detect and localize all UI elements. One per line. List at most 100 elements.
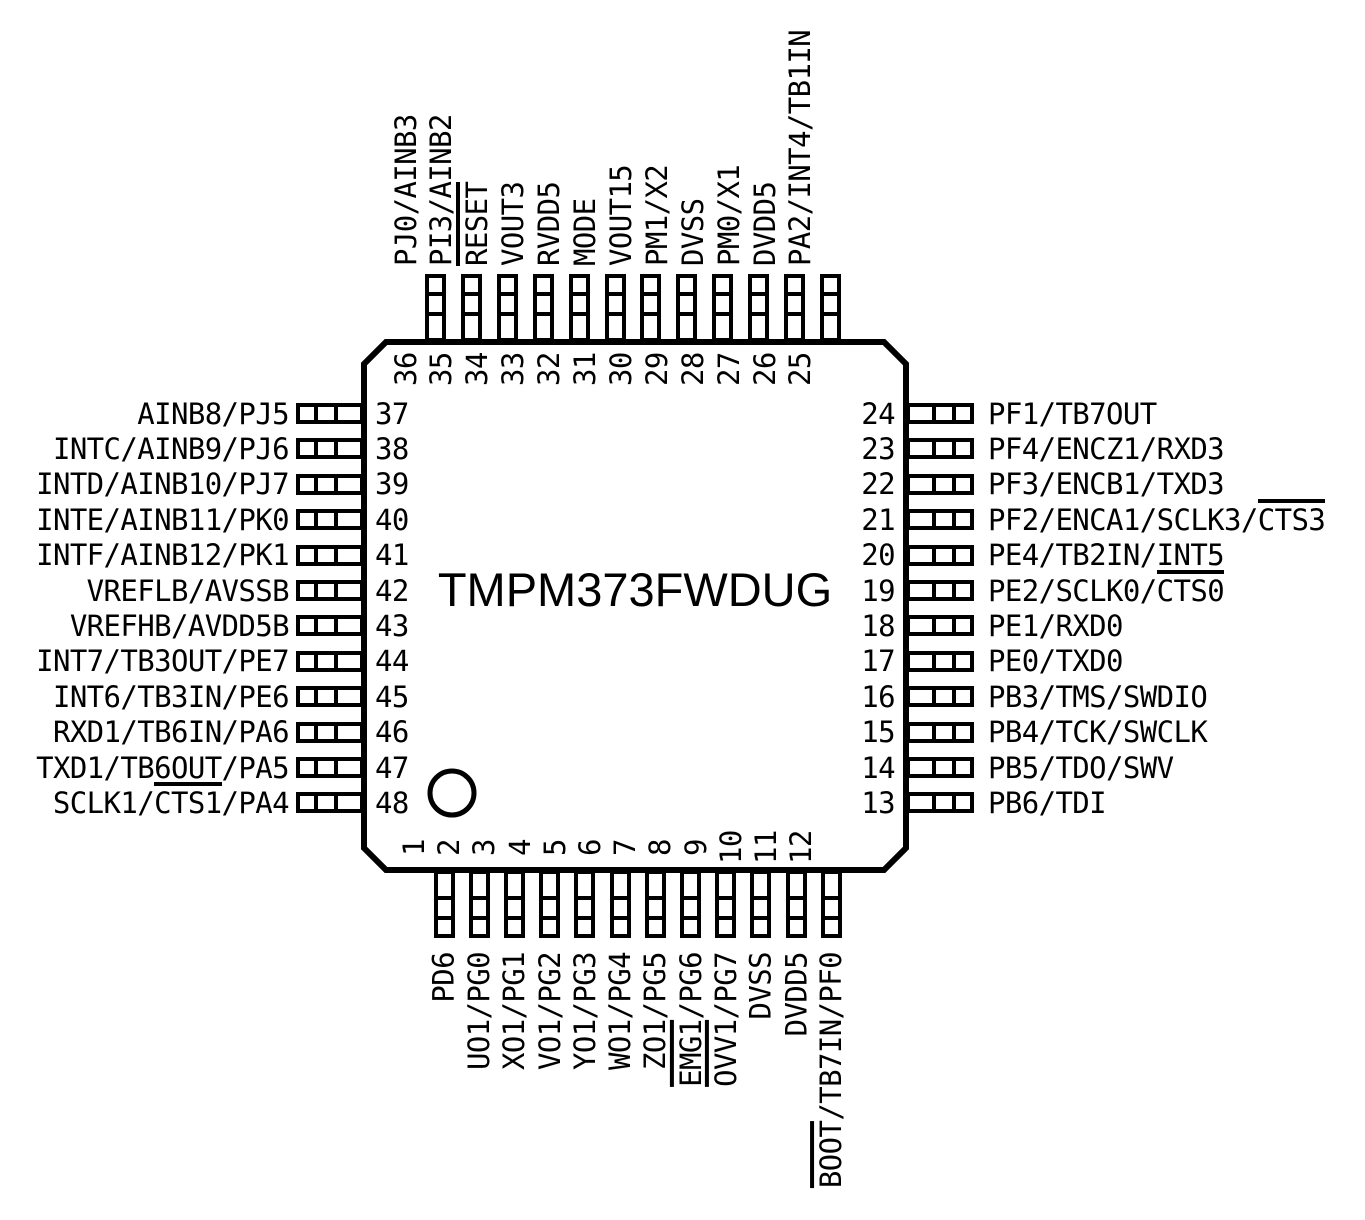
pin-divider bbox=[952, 477, 956, 491]
pin-divider bbox=[752, 312, 766, 316]
pin-label-5: YO1/PG3 bbox=[568, 952, 602, 1070]
pin-function: INTE/AINB11/PK0 bbox=[36, 502, 290, 537]
pin-label-2: UO1/PG0 bbox=[462, 952, 496, 1070]
pin-label-31: MODE bbox=[568, 199, 602, 266]
pin-divider bbox=[578, 896, 592, 900]
pin-function: SCLK1/ bbox=[52, 785, 155, 820]
pin-divider bbox=[437, 896, 451, 900]
pin-function-active-low: EMG1 bbox=[669, 1019, 708, 1087]
pin-divider bbox=[572, 312, 586, 316]
pin-divider bbox=[429, 312, 442, 316]
pin-number-44: 44 bbox=[375, 644, 409, 679]
pin-1 bbox=[433, 870, 455, 938]
pin-number-31: 31 bbox=[568, 352, 602, 386]
pin-18 bbox=[906, 615, 974, 637]
pin-number-45: 45 bbox=[375, 679, 409, 714]
pin-label-28: DVSS bbox=[676, 199, 710, 266]
pin-divider bbox=[952, 690, 956, 704]
pin-34 bbox=[496, 274, 518, 342]
pin-number-19: 19 bbox=[861, 573, 895, 608]
pin-number-6: 6 bbox=[573, 838, 607, 856]
pin-label-14: PB5/TDO/SWV bbox=[988, 753, 1174, 783]
pin-24 bbox=[906, 403, 974, 424]
pin-function: INT6/TB3IN/PE6 bbox=[52, 679, 290, 714]
pin-label-27: PM0/X1 bbox=[712, 165, 746, 266]
pin-label-42: VREFLB/AVSSB bbox=[86, 573, 290, 608]
pin-divider bbox=[429, 292, 442, 296]
pin-function: VO1/PG2 bbox=[532, 952, 567, 1071]
pin-divider bbox=[644, 312, 658, 316]
pin-3 bbox=[503, 870, 525, 938]
pin-divider bbox=[952, 442, 956, 456]
pin-divider bbox=[789, 916, 803, 920]
pin-divider bbox=[314, 725, 318, 739]
pin-number-5: 5 bbox=[537, 838, 572, 856]
pin-divider bbox=[788, 292, 801, 296]
pin-divider bbox=[543, 896, 557, 900]
pin-label-6: WO1/PG4 bbox=[603, 952, 637, 1070]
pin-31 bbox=[604, 274, 626, 342]
pin-function: RVDD5 bbox=[532, 181, 567, 266]
pin-number-8: 8 bbox=[643, 838, 678, 856]
chip-title: TMPM373FWDUG bbox=[437, 563, 833, 616]
pin-label-32: RVDD5 bbox=[532, 181, 567, 266]
pin-48 bbox=[296, 792, 364, 814]
pin-number-37: 37 bbox=[375, 396, 409, 431]
pin-divider bbox=[952, 407, 956, 420]
pin-label-7: ZO1/PG5 bbox=[638, 952, 672, 1070]
pin-function: PB6/TDI bbox=[988, 785, 1107, 820]
pin-divider bbox=[932, 654, 936, 668]
pin-function: RXD1/TB6IN/PA6 bbox=[52, 715, 290, 750]
pin-divider bbox=[334, 796, 338, 810]
pin-divider bbox=[823, 292, 837, 296]
pin-number-47: 47 bbox=[375, 750, 409, 785]
pin-label-4: VO1/PG2 bbox=[532, 952, 567, 1071]
pin-label-35: PI3/AINB2 bbox=[424, 114, 458, 266]
pin-19 bbox=[906, 580, 974, 601]
pin-divider bbox=[932, 477, 936, 491]
pin-function-active-low: OVV1 bbox=[704, 1019, 743, 1087]
pin-divider bbox=[314, 513, 318, 527]
pin-number-41: 41 bbox=[375, 538, 409, 573]
pin-divider bbox=[932, 548, 936, 562]
pin-number-25: 25 bbox=[783, 352, 818, 386]
pin-divider bbox=[932, 796, 936, 810]
pin-label-33: VOUT3 bbox=[496, 182, 530, 266]
pin-divider bbox=[683, 896, 697, 900]
pin-divider bbox=[334, 548, 338, 562]
pin-44 bbox=[296, 650, 364, 672]
pin-1-marker bbox=[427, 768, 477, 818]
pin-label-11: DVDD5 bbox=[779, 952, 813, 1036]
pin-divider bbox=[334, 407, 338, 420]
pin-number-13: 13 bbox=[861, 785, 895, 820]
pin-divider bbox=[334, 619, 338, 633]
pin-number-20: 20 bbox=[861, 538, 895, 573]
pin-number-14: 14 bbox=[861, 750, 895, 785]
pin-label-18: PE1/RXD0 bbox=[988, 611, 1123, 641]
pin-divider bbox=[648, 896, 662, 900]
pin-label-19: PE2/SCLK0/CTS0 bbox=[988, 569, 1225, 608]
pin-function: /PG7 bbox=[708, 952, 743, 1020]
pin-function: PE1/RXD0 bbox=[988, 608, 1123, 643]
pin-function: PE2/SCLK0/ bbox=[988, 573, 1157, 608]
pin-label-21: PF2/ENCA1/SCLK3/CTS3 bbox=[988, 498, 1326, 537]
pin-number-4: 4 bbox=[502, 838, 537, 856]
pin-divider bbox=[472, 896, 486, 900]
pin-label-36: PJ0/AINB3 bbox=[388, 114, 423, 266]
pin-function: PJ0/AINB3 bbox=[388, 114, 423, 266]
pin-27 bbox=[748, 274, 770, 342]
pin-label-47: TXD1/TB6OUT/PA5 bbox=[36, 753, 290, 783]
pin-label-3: XO1/PG1 bbox=[497, 952, 531, 1070]
pin-26 bbox=[784, 274, 805, 342]
pin-7 bbox=[644, 870, 666, 938]
pin-function: PF1/TB7OUT bbox=[988, 396, 1157, 431]
pin-function: VREFLB/AVSSB bbox=[86, 573, 290, 608]
pin-divider bbox=[932, 407, 936, 420]
pin-6 bbox=[609, 870, 631, 938]
pin-divider bbox=[932, 619, 936, 633]
pin-label-17: PE0/TXD0 bbox=[988, 646, 1123, 676]
pin-divider bbox=[314, 407, 318, 420]
pin-function: DVSS bbox=[743, 952, 778, 1020]
pin-function: PE0/TXD0 bbox=[988, 644, 1123, 679]
pin-2 bbox=[468, 870, 490, 938]
